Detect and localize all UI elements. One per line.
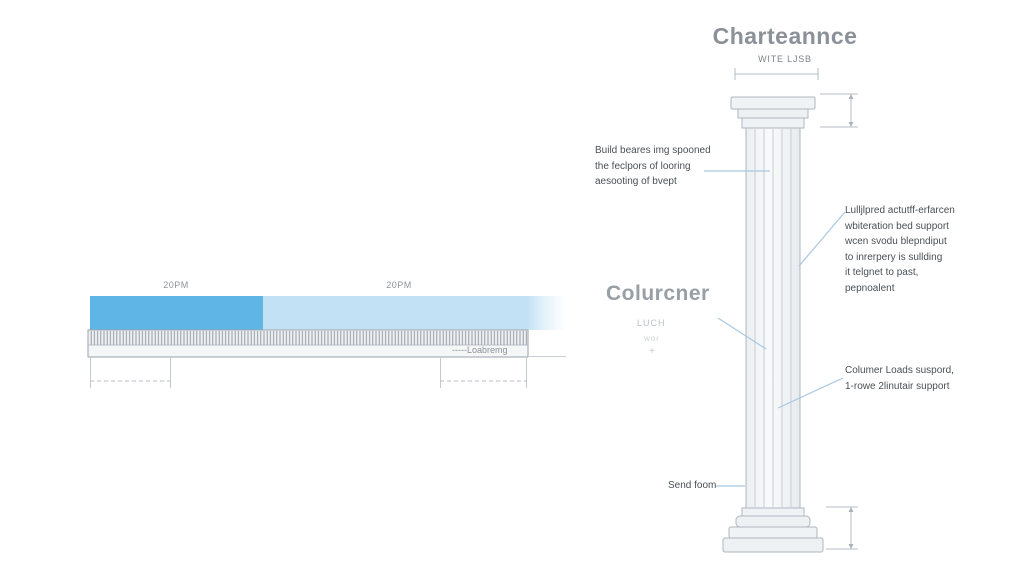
column-sublabel-2: wor xyxy=(644,334,660,343)
beam-dim-right-label: 20PM xyxy=(386,280,412,290)
beam-load-bar-fade xyxy=(527,296,567,330)
beam-hatch-band xyxy=(89,331,527,345)
column-width-label: WITE LJSB xyxy=(758,54,812,64)
column-flutes xyxy=(754,129,792,507)
beam-load-bar-light xyxy=(263,296,527,330)
page-title: Charteannce xyxy=(712,23,858,49)
column-base-plinth-upper xyxy=(728,526,818,539)
column-sublabel-1: LUCH xyxy=(637,318,666,328)
column-dimension-lines xyxy=(734,68,858,550)
annotation-build: Build beares img spooned the feclpors of… xyxy=(595,145,711,187)
leader-lines xyxy=(704,170,846,487)
beam-load-bar-dark xyxy=(90,296,263,330)
beam-dim-left-label: 20PM xyxy=(163,280,189,290)
leader-detail xyxy=(798,211,846,267)
beam-load-label: -----Loabremg xyxy=(452,345,508,355)
column-sublabel-3: + xyxy=(649,346,655,357)
annotation-base: Send foom xyxy=(668,480,717,491)
column-base-plinth-lower xyxy=(722,537,824,553)
column-base-neck xyxy=(741,507,805,517)
annotation-loads: Columer Loads suspord, 1-rowe 2linutair … xyxy=(845,365,954,392)
annotation-detail: Lulljlpred actutff-erfarcen wbiteration … xyxy=(845,205,955,294)
leader-loads xyxy=(777,377,844,409)
column-abacus xyxy=(730,96,816,110)
column-echinus xyxy=(741,117,805,129)
column-label: Colurcner xyxy=(606,282,710,305)
column-base-torus xyxy=(735,515,811,528)
beam-drawing xyxy=(87,296,567,388)
column-capital-plate xyxy=(737,108,809,119)
leader-column-label xyxy=(717,317,767,350)
beam-dimension-drops xyxy=(90,357,527,388)
column-drawing xyxy=(722,96,824,553)
dimension-arrowheads xyxy=(848,94,854,549)
